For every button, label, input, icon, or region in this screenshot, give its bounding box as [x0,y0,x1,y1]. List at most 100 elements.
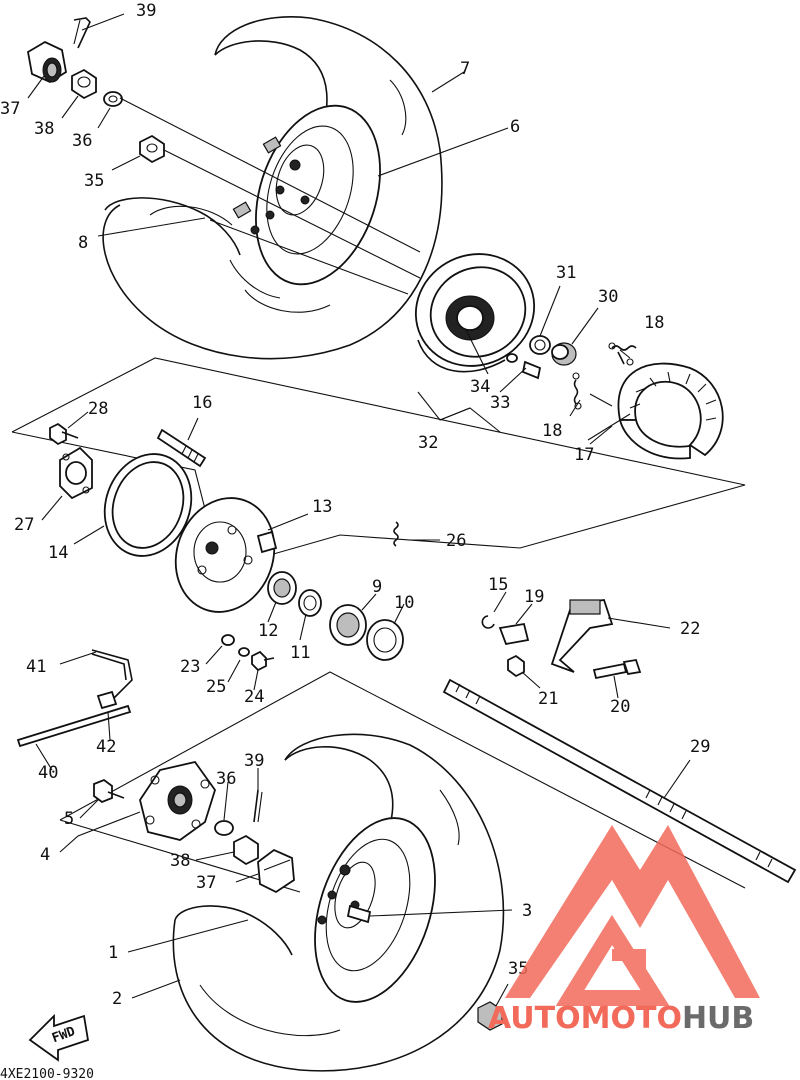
rear-axle-29 [442,678,797,884]
cable-41-rod-40 [16,649,133,748]
watermark-text-secondary: HUB [682,1001,754,1036]
callout-11: 11 [290,643,310,663]
upper-rim [232,104,381,286]
callout-25: 25 [206,677,226,697]
brake-shoe-17 [617,362,724,460]
bolt-24 [251,650,275,672]
callout-30: 30 [598,287,618,307]
circlip-15 [481,615,495,629]
brake-panel-13 [174,497,278,613]
callout-14: 14 [48,543,68,563]
callout-2: 2 [112,989,122,1009]
watermark-logo [505,825,760,1006]
callout-10: 10 [394,593,414,613]
callout-13: 13 [312,497,332,517]
bolt-33-washer-34 [506,353,542,380]
bearing-9 [329,604,367,646]
bolt-20 [592,658,642,680]
lower-rim [314,817,436,1003]
callout-17: 17 [574,445,594,465]
callout-40: 40 [38,763,58,783]
callout-18: 18 [644,313,664,333]
callout-38-b: 38 [170,851,190,871]
callout-6: 6 [510,117,520,137]
callout-12: 12 [258,621,278,641]
callout-41: 41 [26,657,46,677]
callout-numbers: 39 37 38 36 7 6 35 8 31 30 18 34 33 32 1… [0,1,710,1009]
brake-cam-lever-22 [550,599,614,673]
callout-37-b: 37 [196,873,216,893]
cotter-pin-39-top [73,17,91,49]
nut-21 [507,654,525,678]
nut-35-lower [477,1001,503,1031]
cap-nut-37-top [27,40,67,84]
bolt-28 [49,422,79,446]
callout-23: 23 [180,657,200,677]
watermark-text-main: AUTOMOTO [488,1001,682,1036]
collar-38-top [71,68,97,100]
callout-15: 15 [488,575,508,595]
cap-nut-37-lower [257,848,295,894]
oil-seal-31 [529,335,551,355]
callout-18-b: 18 [542,421,562,441]
callout-19: 19 [524,587,544,607]
callout-9: 9 [372,577,382,597]
callout-22: 22 [680,619,700,639]
callout-38: 38 [34,119,54,139]
callout-5: 5 [64,809,74,829]
callout-3: 3 [522,901,532,921]
callout-42: 42 [96,737,116,757]
hub-4 [139,760,216,841]
collar-30 [551,342,577,366]
callout-26: 26 [446,531,466,551]
callout-7: 7 [460,59,470,79]
callout-36: 36 [72,131,92,151]
nut-35-top [139,134,165,164]
callout-32: 32 [418,433,438,453]
leader-lines [27,13,691,1007]
callout-16: 16 [192,393,212,413]
callout-39: 39 [136,1,156,21]
gasket-27 [59,446,93,500]
plate-19 [498,622,530,646]
spring-18-top [608,342,637,366]
washer-36-top [103,91,123,107]
callout-21: 21 [538,689,558,709]
brake-drum-32 [414,253,536,373]
oil-seal-10 [366,619,404,661]
o-ring-14 [103,453,193,557]
spring-26 [393,521,399,547]
fwd-arrow-icon: FWD [28,1013,90,1062]
callout-29: 29 [690,737,710,757]
callout-4: 4 [40,845,50,865]
spacer-11 [298,589,322,617]
callout-34: 34 [470,377,490,397]
lower-tire [172,733,505,1072]
cotter-pin-39-lower [253,789,263,823]
drawing-code: 4XE2100-9320 [0,1067,94,1080]
washer-25 [238,647,250,657]
washer-23 [221,634,235,646]
callout-35: 35 [84,171,104,191]
callout-20: 20 [610,697,630,717]
callout-1: 1 [108,943,118,963]
callout-8: 8 [78,233,88,253]
shaft-16 [156,428,207,468]
callout-27: 27 [14,515,34,535]
mid-assembly-outline [11,357,746,556]
callout-33: 33 [490,393,510,413]
collar-38-lower [233,834,259,866]
callout-31: 31 [556,263,576,283]
bolt-5 [93,778,125,804]
callout-24: 24 [244,687,264,707]
callout-28: 28 [88,399,108,419]
callout-37: 37 [0,99,20,119]
watermark-text: AUTOMOTOHUB [488,1001,754,1036]
washer-36-lower [214,820,234,836]
callout-36-b: 36 [216,769,236,789]
bearing-12 [267,571,297,605]
spring-18-mid [572,372,582,410]
callout-39-b: 39 [244,751,264,771]
